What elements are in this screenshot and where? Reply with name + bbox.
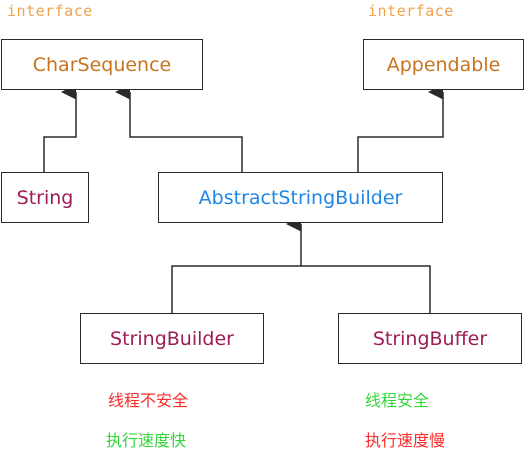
stringbuilder-box: StringBuilder xyxy=(80,313,264,364)
charsequence-stereotype: interface xyxy=(7,2,93,20)
stringbuffer-thread-safety-note: 线程安全 xyxy=(365,391,430,410)
stringbuilder-speed-note: 执行速度快 xyxy=(106,431,187,450)
appendable-stereotype: interface xyxy=(368,2,454,20)
stringbuffer-speed-note: 执行速度慢 xyxy=(365,431,446,450)
stringbuffer-to-abstractbuilder-connector xyxy=(301,265,431,313)
stringbuilder-thread-safety-note: 线程不安全 xyxy=(108,391,189,410)
stringbuilder-to-abstractbuilder-arrow xyxy=(171,216,302,313)
charsequence-box: CharSequence xyxy=(1,39,203,90)
stringbuffer-box: StringBuffer xyxy=(338,313,522,364)
string-box: String xyxy=(1,172,89,223)
abstractbuilder-to-appendable-arrow xyxy=(357,84,444,172)
abstractbuilder-to-charsequence-arrow xyxy=(115,84,243,172)
appendable-box: Appendable xyxy=(363,39,524,90)
abstractstringbuilder-box: AbstractStringBuilder xyxy=(158,172,443,223)
string-to-charsequence-arrow xyxy=(43,84,77,172)
